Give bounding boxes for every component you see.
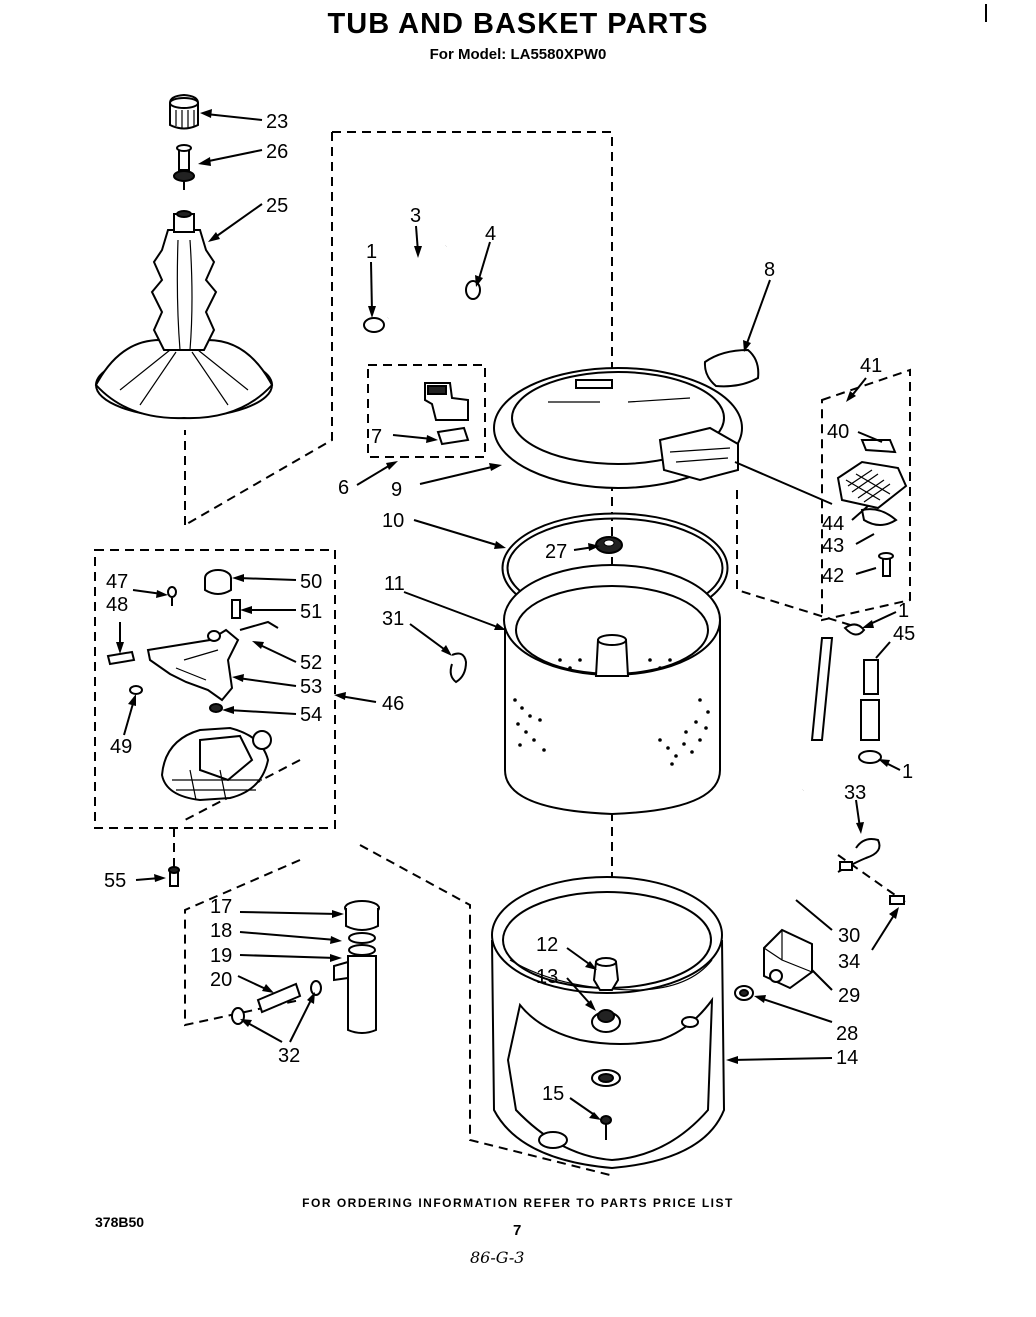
callout-50: 50 bbox=[300, 571, 322, 593]
lint-filter-assembly-part bbox=[836, 439, 908, 577]
callout-26: 26 bbox=[266, 141, 288, 163]
callout-1-right: 1 bbox=[898, 600, 909, 622]
tub-hub-parts bbox=[591, 957, 621, 1140]
callout-25: 25 bbox=[266, 195, 288, 217]
pump-hose-part bbox=[779, 788, 806, 920]
pump-fitting-assembly-part bbox=[231, 900, 380, 1034]
callout-20: 20 bbox=[210, 969, 232, 991]
basket-clip-part bbox=[449, 652, 468, 684]
agitator-bolt-part bbox=[173, 144, 195, 190]
agitator-cap-part bbox=[169, 93, 199, 130]
callout-leader-lines bbox=[116, 109, 901, 1120]
callout-41: 41 bbox=[860, 355, 882, 377]
callout-40: 40 bbox=[827, 421, 849, 443]
callout-51: 51 bbox=[300, 601, 322, 623]
callout-4: 4 bbox=[485, 223, 496, 245]
callout-42: 42 bbox=[822, 565, 844, 587]
document-number: 378B50 bbox=[95, 1214, 145, 1230]
callout-48: 48 bbox=[106, 594, 128, 616]
callout-labels: 23 26 25 3 4 1 8 41 7 6 9 40 44 43 42 10… bbox=[104, 111, 915, 1105]
callout-9: 9 bbox=[391, 479, 402, 501]
callout-13: 13 bbox=[536, 966, 558, 988]
pump-part bbox=[763, 928, 813, 990]
callout-1-lower-right: 1 bbox=[902, 761, 913, 783]
callout-44: 44 bbox=[822, 513, 844, 535]
fill-hose-assembly-part bbox=[363, 243, 481, 333]
hose-bracket-part bbox=[837, 838, 905, 905]
tub-ring-part bbox=[493, 367, 743, 489]
callout-55: 55 bbox=[104, 870, 126, 892]
callout-33: 33 bbox=[844, 782, 866, 804]
tub-cover-pad-part bbox=[703, 348, 760, 388]
callout-18: 18 bbox=[210, 920, 232, 942]
callout-19: 19 bbox=[210, 945, 232, 967]
callout-27: 27 bbox=[545, 541, 567, 563]
callout-12: 12 bbox=[536, 934, 558, 956]
grommet-part bbox=[734, 985, 754, 1001]
page-title: TUB AND BASKET PARTS bbox=[327, 8, 709, 40]
callout-8: 8 bbox=[764, 259, 775, 281]
callout-15: 15 bbox=[542, 1083, 564, 1105]
callout-10: 10 bbox=[382, 510, 404, 532]
callout-29: 29 bbox=[838, 985, 860, 1007]
model-subtitle: For Model: LA5580XPW0 bbox=[429, 46, 607, 63]
basket-part bbox=[503, 564, 721, 816]
drain-hose-section-part bbox=[810, 623, 882, 764]
basket-nut-part bbox=[595, 536, 623, 554]
callout-14: 14 bbox=[836, 1047, 858, 1069]
callout-6: 6 bbox=[338, 477, 349, 499]
callout-46: 46 bbox=[382, 693, 404, 715]
drive-mechanism-assembly-part bbox=[106, 569, 279, 887]
assembly-guide-lines bbox=[94, 131, 911, 1176]
callout-54: 54 bbox=[300, 704, 322, 726]
callout-45: 45 bbox=[893, 623, 915, 645]
callout-28: 28 bbox=[836, 1023, 858, 1045]
callout-53: 53 bbox=[300, 676, 322, 698]
callout-1-fill-hose: 1 bbox=[366, 241, 377, 263]
outer-tub-part bbox=[491, 876, 726, 1170]
agitator-part bbox=[94, 210, 274, 420]
callout-43: 43 bbox=[822, 535, 844, 557]
callout-30: 30 bbox=[838, 925, 860, 947]
ordering-info-note: FOR ORDERING INFORMATION REFER TO PARTS … bbox=[302, 1196, 734, 1210]
handwritten-note: 86-G-3 bbox=[470, 1248, 525, 1267]
callout-31: 31 bbox=[382, 608, 404, 630]
flume-bracket-part bbox=[424, 382, 470, 446]
callout-3: 3 bbox=[410, 205, 421, 227]
callout-32: 32 bbox=[278, 1045, 300, 1067]
page-number: 7 bbox=[513, 1222, 522, 1239]
callout-11: 11 bbox=[384, 573, 405, 595]
callout-7: 7 bbox=[371, 426, 382, 448]
callout-47: 47 bbox=[106, 571, 128, 593]
callout-52: 52 bbox=[300, 652, 322, 674]
callout-49: 49 bbox=[110, 736, 132, 758]
callout-23: 23 bbox=[266, 111, 288, 133]
callout-34: 34 bbox=[838, 951, 860, 973]
callout-17: 17 bbox=[210, 896, 232, 918]
